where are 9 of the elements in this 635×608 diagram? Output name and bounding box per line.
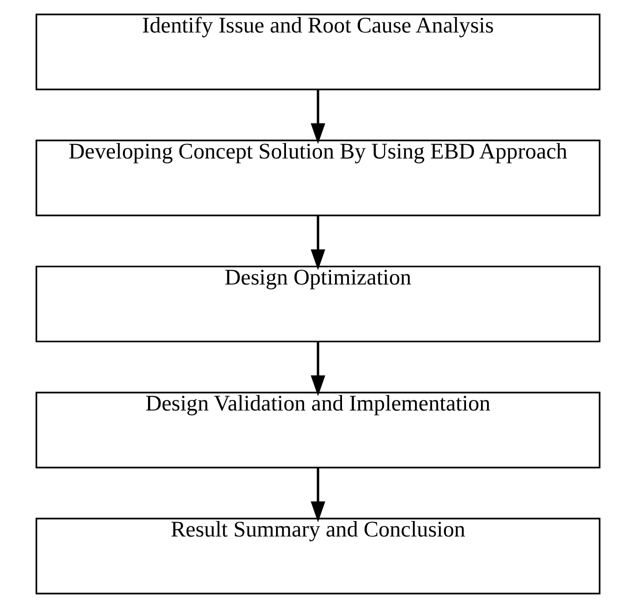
arrow bbox=[310, 90, 325, 144]
node-box: Design Optimization bbox=[35, 266, 600, 342]
node-box: Developing Concept Solution By Using EBD Approach bbox=[35, 140, 600, 216]
arrow bbox=[310, 342, 325, 396]
node-box: Design Validation and Implementation bbox=[35, 392, 600, 468]
arrow bbox=[310, 216, 325, 270]
node-box: Result Summary and Conclusion bbox=[35, 518, 600, 594]
arrow bbox=[310, 468, 325, 522]
node-box: Identify Issue and Root Cause Analysis bbox=[35, 14, 600, 90]
